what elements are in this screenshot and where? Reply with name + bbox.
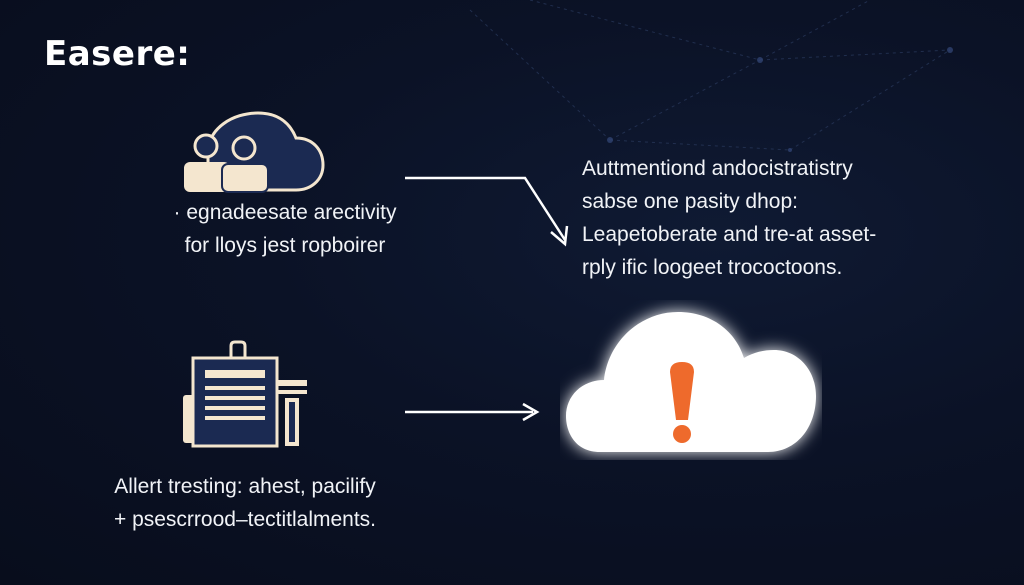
right-line-2: sabse one pasity dhop: (582, 190, 798, 213)
left-top-line-1: · egnadeesate arectivity (173, 201, 397, 224)
left-bottom-line-2: + psescrrood–tectitlalments. (113, 508, 377, 531)
left-bottom-line-1: Allert tresting: ahest, pacilify (114, 475, 376, 498)
network-background (469, 0, 953, 152)
right-description: Auttmentiond andocistratistry sabse one … (582, 152, 922, 284)
left-bottom-description: Allert tresting: ahest, pacilify + psesc… (80, 470, 410, 536)
right-line-3: Leapetoberate and tre-at asset- (582, 223, 877, 246)
left-top-description: · egnadeesate arectivity for lloys jest … (135, 196, 435, 262)
right-line-4: rply ific loogeet trococtoons. (582, 256, 843, 279)
right-line-1: Auttmentiond andocistratistry (582, 157, 853, 180)
alert-cloud-icon (566, 312, 816, 452)
left-top-line-2: for lloys jest ropboirer (184, 234, 386, 257)
arrow-icon-top (405, 176, 569, 247)
page-title: Easere: (44, 34, 191, 74)
document-icon (183, 340, 307, 448)
people-cloud-icon (184, 111, 325, 193)
arrow-icon-bottom (405, 402, 540, 422)
